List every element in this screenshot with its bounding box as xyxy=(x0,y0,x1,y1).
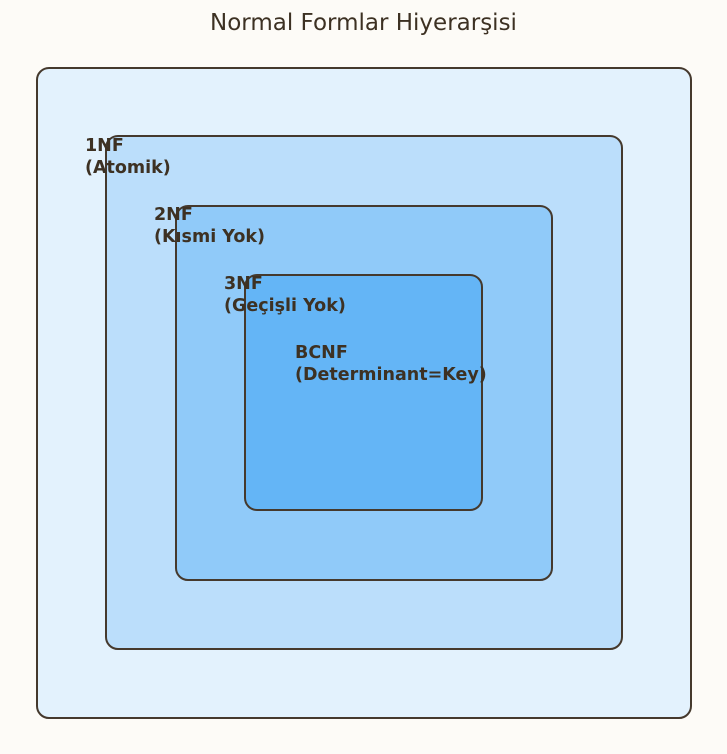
3nf-box xyxy=(244,274,483,511)
3nf-name: 3NF xyxy=(224,274,263,294)
2nf-label: 2NF (Kısmi Yok) xyxy=(154,204,265,248)
diagram-title: Normal Formlar Hiyerarşisi xyxy=(210,10,517,36)
bcnf-label: BCNF (Determinant=Key) xyxy=(295,342,487,386)
3nf-desc: (Geçişli Yok) xyxy=(224,296,346,316)
1nf-name: 1NF xyxy=(85,136,124,156)
1nf-desc: (Atomik) xyxy=(85,158,171,178)
1nf-label: 1NF (Atomik) xyxy=(85,135,171,179)
2nf-name: 2NF xyxy=(154,205,193,225)
bcnf-name: BCNF xyxy=(295,343,348,363)
2nf-desc: (Kısmi Yok) xyxy=(154,227,266,247)
3nf-label: 3NF (Geçişli Yok) xyxy=(224,273,346,317)
bcnf-desc: (Determinant=Key) xyxy=(295,365,487,385)
